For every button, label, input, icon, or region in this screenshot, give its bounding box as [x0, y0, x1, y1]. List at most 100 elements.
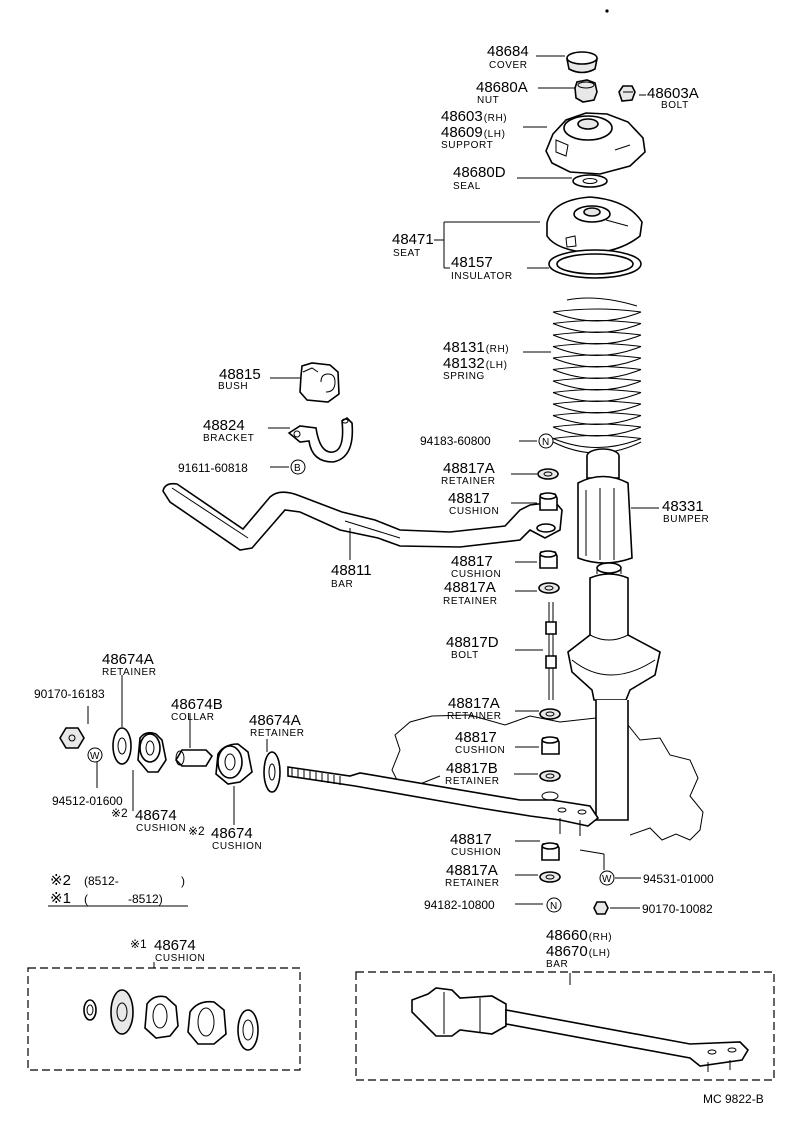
label-cushion1-num: 48817 — [448, 490, 490, 507]
notes: ※2 (8512- ) ※1 ( -8512) — [48, 872, 188, 907]
spring-coil — [552, 412, 642, 425]
lower-left-parts — [59, 727, 281, 793]
speck — [605, 9, 609, 13]
cover-part — [566, 51, 598, 74]
spring-coil — [552, 331, 642, 345]
diagram-code: MC 9822-B — [703, 1092, 764, 1106]
label-box-cushion-star: ※1 — [130, 937, 147, 951]
label-bolt-d-num: 48817D — [446, 634, 499, 651]
label-cushion-l1-star: ※2 — [111, 806, 128, 820]
bush-part — [299, 362, 340, 403]
label-retainer-l2-num: 48674A — [249, 712, 301, 729]
label-bumper-num: 48331 — [662, 498, 704, 515]
shock-absorber-part — [567, 562, 661, 821]
label-nut-num: 48680A — [476, 79, 528, 96]
label-nut-name: NUT — [477, 95, 499, 106]
label-spring-line1: 48131(RH) — [443, 339, 509, 356]
label-nut-n2-num: 94182-10800 — [424, 898, 495, 912]
label-washer-w1-num: 94531-01000 — [643, 872, 714, 886]
label-bar-name: BAR — [331, 579, 353, 590]
label-box-cushion-name: CUSHION — [155, 953, 205, 964]
label-bolt-top-num: 48603A — [647, 85, 699, 102]
label-bush-name: BUSH — [218, 381, 248, 392]
label-cushion3-name: CUSHION — [455, 745, 505, 756]
label-nut-l-num: 90170-16183 — [34, 687, 105, 701]
spring-coil — [552, 320, 642, 333]
label-retainer-b-num: 48817B — [446, 760, 498, 777]
label-retainer2-num: 48817A — [444, 579, 496, 596]
label-retainer1-name: RETAINER — [441, 476, 496, 487]
label-bracket-num: 48824 — [203, 417, 245, 434]
label-cushion-l2-star: ※2 — [188, 824, 205, 838]
note2-mark: ※2 — [50, 872, 71, 889]
spring-coil — [552, 354, 642, 368]
label-strut-bar-line2: 48670(LH) — [546, 943, 611, 960]
label-cushion1-name: CUSHION — [449, 506, 499, 517]
label-cushion3-num: 48817 — [455, 729, 497, 746]
label-cover-name: COVER — [489, 60, 528, 71]
label-cover-num: 48684 — [487, 43, 529, 60]
spring-coil — [552, 366, 642, 379]
spring-coil — [552, 377, 642, 391]
label-support-num2: 48609 — [441, 124, 483, 141]
spring-coil-top — [566, 297, 638, 307]
label-seal-num: 48680D — [453, 164, 506, 181]
box-right — [355, 971, 775, 1081]
nut-part — [574, 79, 598, 103]
label-insulator-name: INSULATOR — [451, 271, 513, 282]
label-retainer1-num: 48817A — [443, 460, 495, 477]
label-spring-line2: 48132(LH) — [443, 355, 508, 372]
insulator-part — [548, 249, 642, 279]
label-seat-num: 48471 — [392, 231, 434, 248]
label-strut-bar-line1: 48660(RH) — [546, 927, 612, 944]
label-cushion-l2-name: CUSHION — [212, 841, 262, 852]
note1-mark: ※1 — [50, 890, 71, 907]
strut-rod-part — [287, 766, 600, 836]
label-bracket-name: BRACKET — [203, 433, 254, 444]
label-cushion-l1-num: 48674 — [135, 807, 177, 824]
label-support-name: SUPPORT — [441, 140, 493, 151]
label-cushion4-num: 48817 — [450, 831, 492, 848]
label-bolt-b-num: 91611-60818 — [178, 461, 248, 475]
label-support-line2: 48609(LH) — [441, 124, 506, 141]
label-retainer4-name: RETAINER — [445, 878, 500, 889]
label-cushion2-num: 48817 — [451, 553, 493, 570]
label-retainer-l1-name: RETAINER — [102, 667, 157, 678]
label-spring-num1: 48131 — [443, 339, 485, 356]
label-nut-n1-num: 94183-60800 — [420, 434, 491, 448]
spring-coil — [552, 308, 642, 322]
label-spring-suf1: (RH) — [486, 344, 510, 355]
label-nut-n2-mark: N — [550, 901, 558, 912]
label-strut-bar-num1: 48660 — [546, 927, 588, 944]
box-left — [27, 962, 301, 1071]
label-washer-w2-num: 94512-01600 — [52, 794, 123, 808]
label-retainer3-name: RETAINER — [447, 711, 502, 722]
label-seat-name: SEAT — [393, 248, 421, 259]
label-collar-name: COLLAR — [171, 712, 215, 723]
label-bumper-name: BUMPER — [663, 514, 709, 525]
label-support-suf1: (RH) — [484, 113, 508, 124]
label-retainer2-name: RETAINER — [443, 596, 498, 607]
label-box-cushion-num: 48674 — [154, 937, 196, 954]
label-retainer-l1-num: 48674A — [102, 651, 154, 668]
bolt-top-part — [618, 85, 636, 102]
spring-coil — [552, 423, 642, 437]
bracket-part — [287, 416, 354, 463]
note2-text: (8512- — [84, 874, 119, 888]
seat-part — [546, 196, 643, 254]
label-nut-90-num: 90170-10082 — [642, 902, 713, 916]
label-seal-name: SEAL — [453, 181, 481, 192]
label-cushion4-name: CUSHION — [451, 847, 501, 858]
note1-open: ( — [84, 892, 88, 906]
label-collar-num: 48674B — [171, 696, 223, 713]
label-washer-w1-mark: W — [602, 874, 612, 885]
link-stack — [537, 468, 561, 883]
spring-coil — [552, 389, 642, 402]
label-bolt-d-name: BOLT — [451, 650, 479, 661]
spring-coil — [552, 343, 642, 356]
label-cushion-l1-name: CUSHION — [136, 823, 186, 834]
note1-text: -8512) — [128, 892, 163, 906]
label-bush-num: 48815 — [219, 366, 261, 383]
label-cushion2-name: CUSHION — [451, 569, 501, 580]
